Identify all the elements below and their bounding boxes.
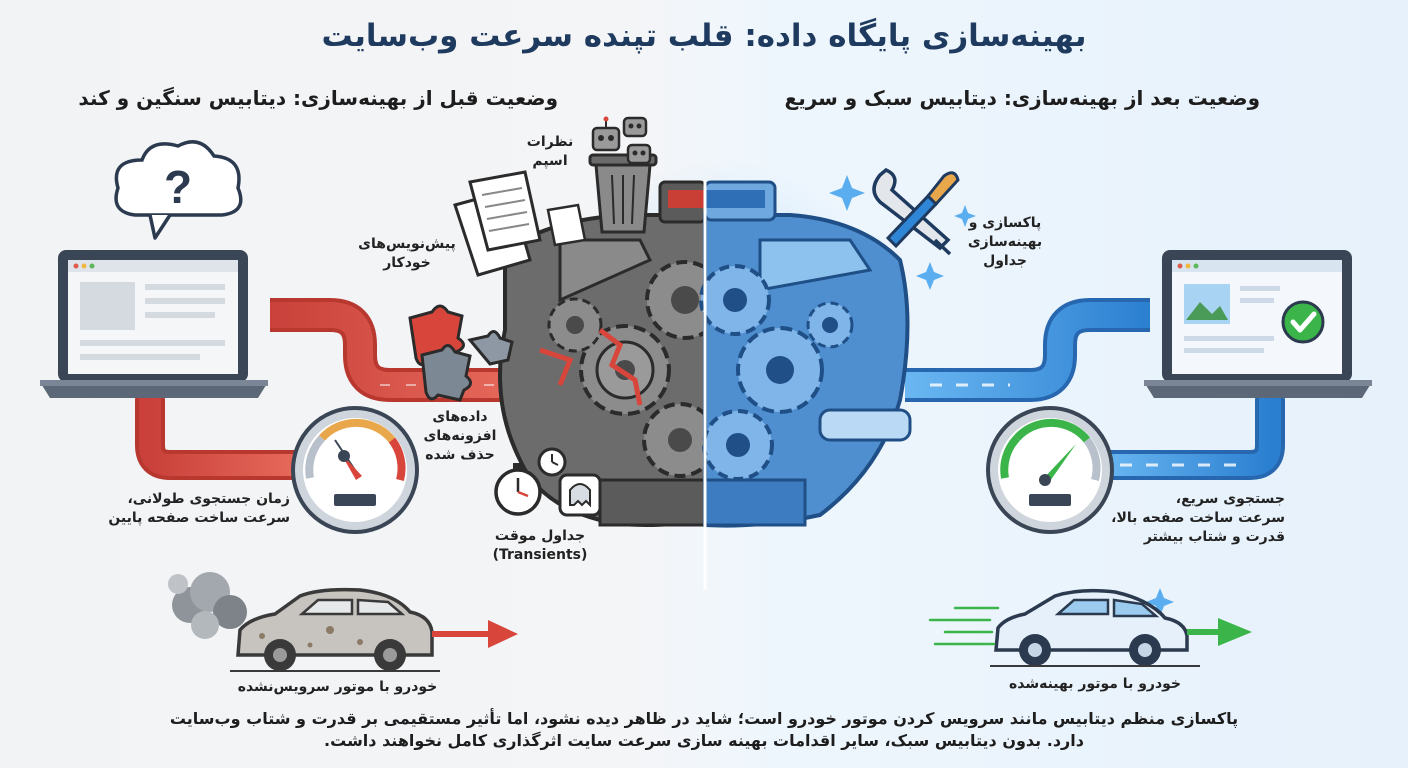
- car-icon: [236, 587, 434, 671]
- speed-lines: [928, 606, 1000, 646]
- speedometer-icon: [291, 406, 419, 534]
- gear-icon: [547, 297, 603, 353]
- gear-icon: [579, 324, 671, 416]
- fast-data-pipe: [905, 298, 1285, 480]
- robot-icon: [622, 116, 648, 138]
- label-fast-search: جستجوی سریع، سرعت ساخت صفحه بالا، قدرت و…: [1111, 491, 1285, 545]
- before-heading: وضعیت قبل از بهینه‌سازی: دیتابیس سنگین و…: [78, 86, 558, 110]
- robot-icon: [591, 116, 621, 152]
- slow-data-pipe: [135, 298, 520, 480]
- arrow-right-icon: [1187, 618, 1252, 646]
- wrench-icon: [872, 167, 952, 256]
- crack-mark: [598, 328, 643, 406]
- smoke-icon: [168, 572, 247, 639]
- label-extra-data: داده‌های افزونه‌های حذف شده: [423, 409, 497, 463]
- laptop-icon: [1162, 250, 1352, 382]
- robot-icon: [626, 143, 652, 165]
- gear-icon: [736, 326, 824, 414]
- label-slow-search: زمان جستجوی طولانی، سرعت ساخت صفحه پایین: [108, 491, 290, 526]
- arrow-right-icon: [432, 620, 518, 648]
- label-car-unserviced: خودرو با موتور سرویس‌نشده: [237, 679, 438, 695]
- stopwatch-icon: [537, 447, 567, 477]
- footer-line-1: پاکسازی منظم دیتابیس مانند سرویس کردن مو…: [169, 709, 1239, 728]
- footer-line-2: دارد. بدون دیتابیس سبک، سایر اقدامات بهی…: [324, 731, 1084, 750]
- label-auto-drafts: پیش‌نویس‌های خودکار: [358, 236, 456, 271]
- after-heading: وضعیت بعد از بهینه‌سازی: دیتابیس سبک و س…: [784, 86, 1260, 110]
- speedometer-icon: [986, 406, 1114, 534]
- label-clean-tables: پاکسازی و بهینه‌سازی جداول: [967, 215, 1043, 269]
- footer-note: پاکسازی منظم دیتابیس مانند سرویس کردن مو…: [0, 708, 1408, 752]
- label-transients: جداول موقت (Transients): [492, 528, 588, 563]
- checkmark-icon: [1281, 300, 1325, 344]
- car-icon: [994, 588, 1189, 666]
- sparkle-icon: [829, 175, 1174, 616]
- page-title: بهینه‌سازی پایگاه داده: قلب تپنده سرعت و…: [321, 18, 1087, 54]
- trash-icon: [588, 153, 658, 234]
- gear-icon: [702, 409, 774, 481]
- document-icon: [453, 170, 587, 277]
- puzzle-icon: [408, 304, 514, 402]
- stopwatch-icon: [494, 463, 542, 516]
- label-spam-comments: نظرات اسپم: [526, 134, 574, 169]
- question-cloud-icon: ?: [114, 140, 243, 240]
- brush-icon: [885, 171, 960, 249]
- gear-icon: [806, 301, 854, 349]
- svg-text:?: ?: [164, 161, 192, 213]
- ghost-icon: [558, 473, 602, 517]
- gear-icon: [699, 264, 771, 336]
- label-car-optimized: خودرو با موتور بهینه‌شده: [1008, 676, 1182, 692]
- laptop-icon: [40, 250, 268, 398]
